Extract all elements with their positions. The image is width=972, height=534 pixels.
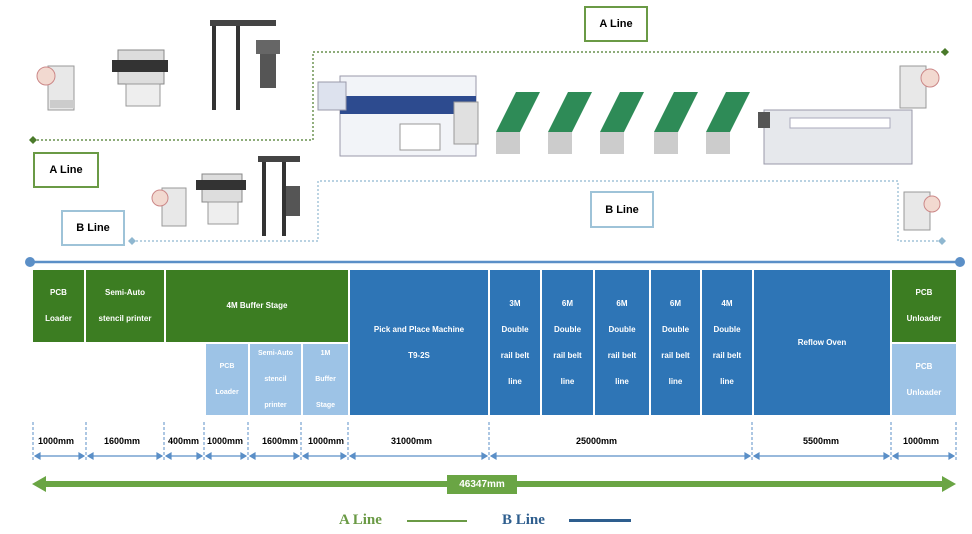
cell-rail-6m-1: 6M Double rail belt line (542, 270, 593, 415)
a-line-tag-top: A Line (584, 6, 648, 42)
cell-1m-buffer-b: 1M Buffer Stage (303, 344, 348, 415)
a-line-end-marker (941, 48, 949, 56)
cell-rail-4m: 4M Double rail belt line (702, 270, 752, 415)
dim-printer-b: 1600mm (262, 436, 299, 446)
cell-pcb-unloader-b: PCB Unloader (892, 344, 956, 415)
machine-illustrations (29, 20, 949, 245)
dim-rails: 25000mm (576, 436, 618, 446)
pcb-unloader-a-image (899, 65, 940, 109)
pick-and-place-image (317, 75, 479, 157)
cell-rail-6m-3: 6M Double rail belt line (651, 270, 700, 415)
a-line-start-marker (29, 136, 37, 144)
b-line-tag-left: B Line (61, 210, 125, 246)
cell-rail-6m-2: 6M Double rail belt line (595, 270, 649, 415)
dim-pcb-loader: 1000mm (38, 436, 75, 446)
pcb-loader-b-image (151, 187, 187, 227)
dim-reflow: 5500mm (803, 436, 840, 446)
cell-reflow-oven: Reflow Oven (754, 270, 890, 415)
dim-buffer-400: 400mm (168, 436, 200, 446)
blue-separator (25, 257, 965, 267)
buffer-stage-b-image (258, 156, 300, 236)
stencil-printer-b-image (196, 173, 246, 225)
legend-a-line: A Line (339, 512, 382, 528)
a-line-tag-left: A Line (33, 152, 99, 188)
dim-printer: 1600mm (104, 436, 141, 446)
dim-buffer-b: 1000mm (308, 436, 345, 446)
dim-loader-b: 1000mm (207, 436, 244, 446)
cell-semi-auto-printer: Semi-Auto stencil printer (86, 270, 164, 342)
cell-semi-auto-printer-b: Semi-Auto stencil printer (250, 344, 301, 415)
dim-unloader: 1000mm (903, 436, 940, 446)
legend-b-line: B Line (502, 512, 545, 528)
dim-pick-place: 31000mm (391, 436, 433, 446)
cell-rail-3m: 3M Double rail belt line (490, 270, 540, 415)
cell-pcb-loader-b: PCB Loader (206, 344, 248, 415)
legend-b-swatch (569, 519, 631, 522)
total-length-label: 46347mm (447, 475, 517, 494)
pcb-unloader-b-image (903, 191, 941, 231)
conveyor-images (496, 92, 750, 154)
b-line-start-marker (128, 237, 136, 245)
b-line-tag-mid: B Line (590, 191, 654, 228)
buffer-stage-a-image (210, 20, 280, 110)
a-line-route (33, 51, 945, 141)
b-line-end-marker (938, 237, 946, 245)
stencil-printer-a-image (112, 49, 168, 107)
cell-4m-buffer-stage: 4M Buffer Stage (166, 270, 348, 342)
legend-a-swatch (407, 520, 467, 522)
b-line-route (132, 180, 940, 242)
pcb-loader-a-image (36, 65, 75, 111)
cell-pcb-loader: PCB Loader (33, 270, 84, 342)
reflow-oven-image (758, 109, 913, 165)
cell-pcb-unloader: PCB Unloader (892, 270, 956, 342)
dimension-arrows (32, 422, 957, 462)
cell-pick-and-place: Pick and Place Machine T9-2S (350, 270, 488, 415)
